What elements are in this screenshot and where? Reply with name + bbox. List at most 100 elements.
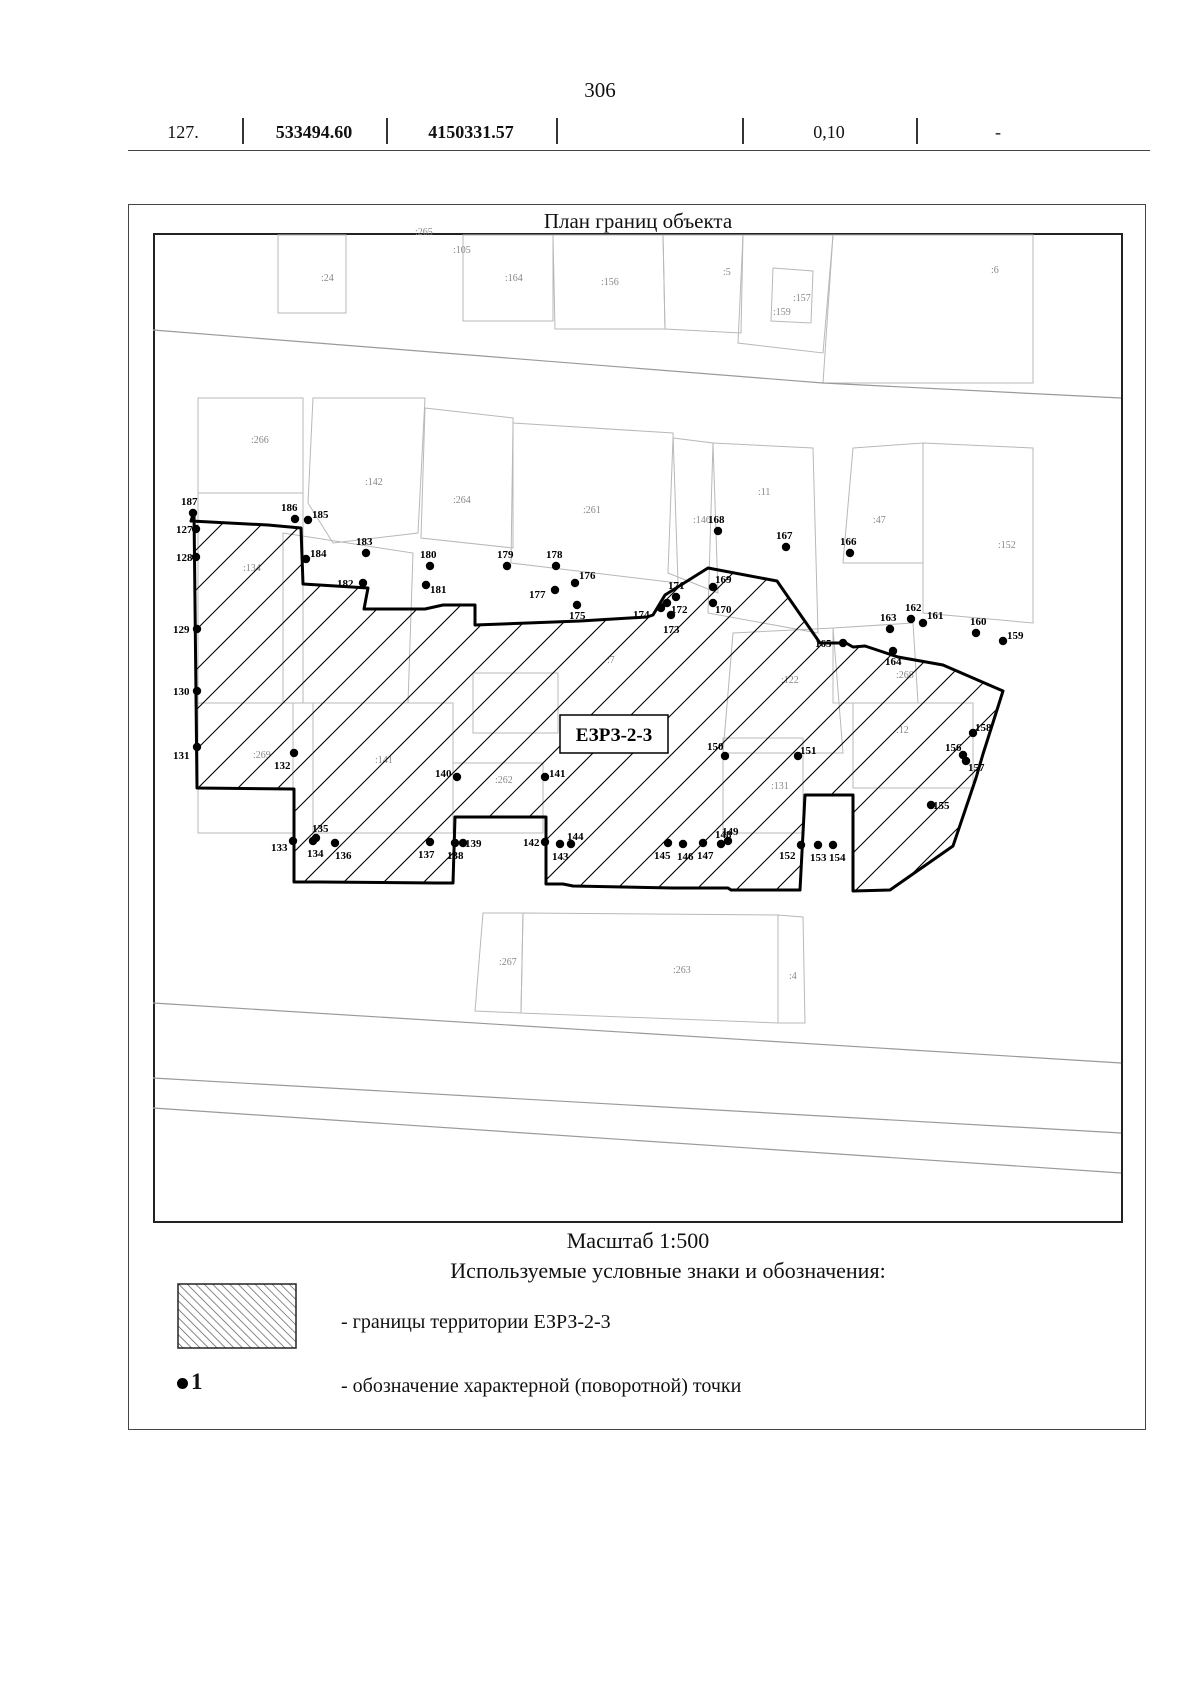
turning-point-label: 154 xyxy=(829,852,846,864)
turning-point-label: 153 xyxy=(810,852,827,864)
turning-point xyxy=(968,728,978,738)
turning-point xyxy=(452,772,462,782)
turning-point xyxy=(550,585,560,595)
turning-point-label: 142 xyxy=(523,837,540,849)
turning-point-label: 130 xyxy=(173,686,190,698)
turning-point xyxy=(311,833,321,843)
turning-point-label: 164 xyxy=(885,656,902,668)
turning-point xyxy=(358,578,368,588)
coordinate-y: 4150331.57 xyxy=(428,122,514,142)
turning-point xyxy=(838,638,848,648)
turning-point xyxy=(698,838,708,848)
turning-point xyxy=(450,838,460,848)
legend-point-number: 1 xyxy=(191,1369,203,1394)
hatch-line xyxy=(191,511,634,891)
zone-boundary xyxy=(189,509,1005,893)
turning-point xyxy=(906,614,916,624)
legend-point-text: - обозначение характерной (поворотной) т… xyxy=(341,1375,742,1397)
turning-point-label: 151 xyxy=(800,745,817,757)
turning-point-label: 173 xyxy=(663,624,680,636)
turning-point xyxy=(192,624,202,634)
turning-point-label: 178 xyxy=(546,549,563,561)
turning-point xyxy=(191,524,201,534)
hatch-line xyxy=(812,511,1003,891)
zone-label-box: ЕЗРЗ-2-3 xyxy=(559,714,669,754)
turning-point xyxy=(330,838,340,848)
parcel-label: :142 xyxy=(365,477,383,488)
turning-point xyxy=(192,742,202,752)
accuracy-value: 0,10 xyxy=(813,122,845,142)
legend-point-symbol: 1 xyxy=(177,1369,203,1395)
turning-point xyxy=(926,800,936,810)
hatch-line xyxy=(191,511,594,891)
turning-point-label: 175 xyxy=(569,610,586,622)
parcel-label: :12 xyxy=(896,725,909,736)
turning-point xyxy=(678,839,688,849)
turning-point xyxy=(425,561,435,571)
turning-point-label: 167 xyxy=(776,530,793,542)
parcel-label: :5 xyxy=(723,267,731,278)
page-number: 306 xyxy=(584,78,616,102)
turning-point xyxy=(288,836,298,846)
parcel-label: :266 xyxy=(251,435,269,446)
turning-point xyxy=(361,548,371,558)
turning-point xyxy=(918,618,928,628)
turning-point-label: 140 xyxy=(435,768,452,780)
turning-point xyxy=(570,578,580,588)
hatch-line xyxy=(1133,233,1200,933)
turning-point-label: 181 xyxy=(430,584,447,596)
parcel-label: :7 xyxy=(607,655,615,666)
turning-point-label: 160 xyxy=(970,616,987,628)
parcel-outline xyxy=(707,442,819,634)
cell-separator xyxy=(242,118,244,144)
turning-point xyxy=(781,542,791,552)
hatch-line xyxy=(1173,233,1200,933)
road-line xyxy=(152,1107,1122,1174)
parcel-outline xyxy=(307,397,426,544)
turning-point xyxy=(971,628,981,638)
turning-point-label: 156 xyxy=(945,742,962,754)
legend-hatch-swatch xyxy=(177,1283,297,1349)
turning-point-label: 136 xyxy=(335,850,352,862)
turning-point-label: 152 xyxy=(779,850,796,862)
boundary-map: :24:164:156:5:157:159:6:266:142:264:261:… xyxy=(152,227,1123,1223)
turning-point-label: 144 xyxy=(567,831,584,843)
turning-point xyxy=(656,603,666,613)
parcel-label: :146 xyxy=(693,515,711,526)
turning-point xyxy=(828,840,838,850)
turning-point xyxy=(713,526,723,536)
turning-point xyxy=(845,548,855,558)
cell-separator xyxy=(386,118,388,144)
hatch-line xyxy=(772,511,1003,891)
turning-point xyxy=(301,554,311,564)
parcel-outline xyxy=(722,627,844,754)
parcel-outline xyxy=(662,234,744,334)
parcel-label: :264 xyxy=(453,495,471,506)
parcel-outline xyxy=(462,234,554,322)
turning-point xyxy=(671,592,681,602)
road-lines xyxy=(152,329,1122,1174)
parcel-label: :267 xyxy=(499,957,517,968)
turning-point-label: 161 xyxy=(927,610,944,622)
turning-point-label: 165 xyxy=(815,638,832,650)
turning-point xyxy=(555,839,565,849)
turning-point-label: 150 xyxy=(707,741,724,753)
cell-separator xyxy=(742,118,744,144)
turning-point-label: 168 xyxy=(708,514,725,526)
parcel-label: :24 xyxy=(321,273,334,284)
turning-point xyxy=(290,514,300,524)
hatch-line xyxy=(0,233,153,933)
cadastral-parcels xyxy=(197,234,1034,1024)
plan-frame: План границ объекта :24:164:156:5:157:15… xyxy=(128,204,1146,1430)
parcel-label: :11 xyxy=(758,487,770,498)
parcel-label: :159 xyxy=(773,307,791,318)
parcel-label: :265 xyxy=(415,227,433,238)
map-scale: Масштаб 1:500 xyxy=(566,1228,710,1253)
turning-point xyxy=(188,508,198,518)
turning-point xyxy=(666,610,676,620)
turning-point-label: 186 xyxy=(281,502,298,514)
coordinate-x: 533494.60 xyxy=(275,122,353,142)
parcel-label: :263 xyxy=(673,965,691,976)
turning-point-label: 133 xyxy=(271,842,288,854)
